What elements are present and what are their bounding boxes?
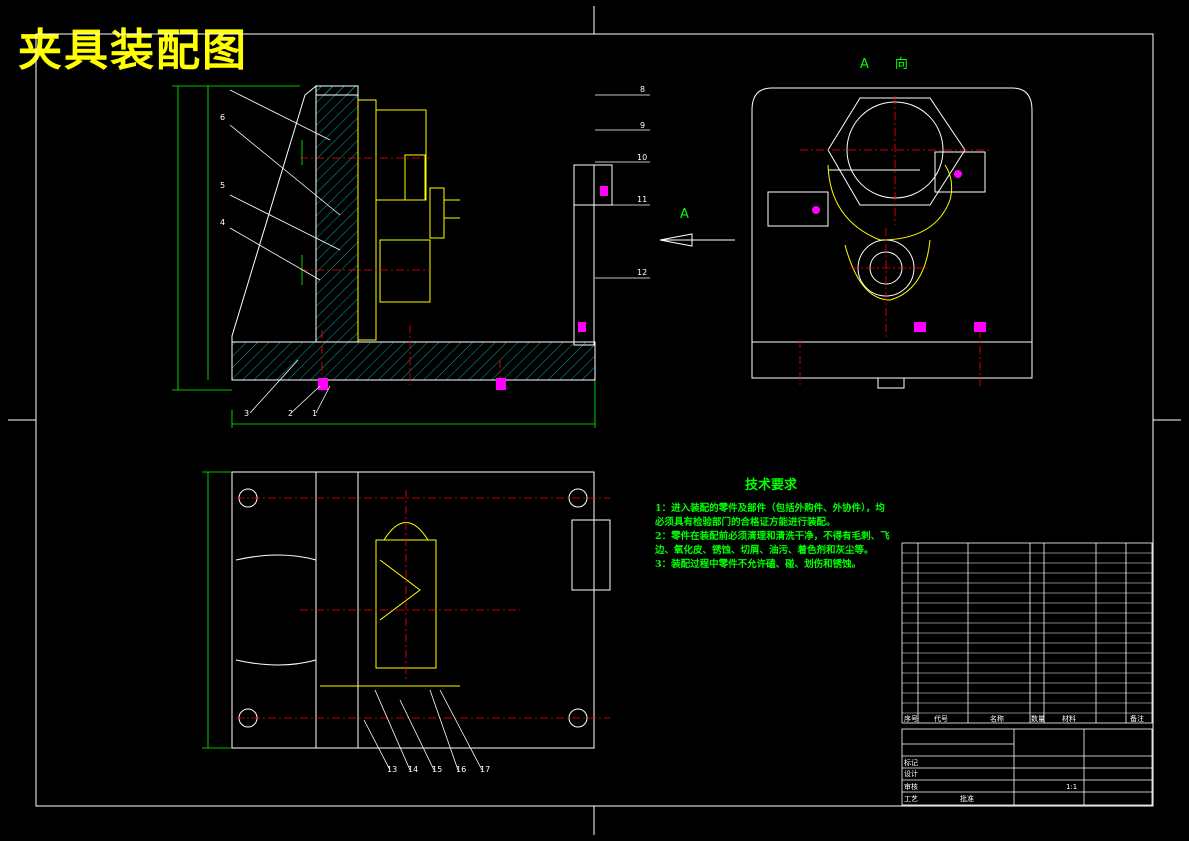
balloon-label: 16 (456, 765, 466, 774)
tech-requirement-line: 边、氧化皮、锈蚀、切屑、油污、着色剂和灰尘等。 (655, 545, 874, 556)
balloon-label: 17 (480, 765, 490, 774)
view-a-label: A 向 (860, 57, 908, 72)
sheet-frame (8, 6, 1181, 835)
title-block-text: 序号 代号 名称 数量 材料 备注 标记 设计 审核 工艺 批准 1:1 (904, 714, 1144, 803)
balloon-label: 14 (408, 765, 418, 774)
bom-header-no: 序号 (904, 714, 918, 723)
tech-requirement-line: 3：装配过程中零件不允许磕、碰、划伤和锈蚀。 (655, 559, 862, 570)
top-view: 13 14 15 16 17 (202, 471, 611, 774)
balloon-label: 6 (220, 113, 225, 122)
balloon-label: 4 (220, 218, 225, 227)
bom-header-remark: 备注 (1130, 714, 1144, 723)
title-block-designer: 设计 (904, 769, 918, 778)
bom-header-material: 材料 (1062, 714, 1076, 723)
balloon-label: 8 (640, 85, 645, 94)
title-block (901, 728, 1153, 806)
front-view: 6 5 4 3 2 1 8 9 10 11 12 (172, 84, 735, 428)
balloon-label: 9 (640, 121, 645, 130)
clamp-assembly (357, 99, 460, 341)
title-block-scale: 1:1 (1066, 783, 1077, 791)
title-block-craft: 工艺 (904, 795, 918, 803)
front-fasteners (318, 186, 608, 390)
view-arrow (659, 233, 735, 247)
bom-header-name: 名称 (990, 714, 1004, 723)
bom-header-qty: 数量 (1031, 714, 1045, 723)
balloon-label: 1 (312, 409, 317, 418)
balloon-label: 13 (387, 765, 397, 774)
front-leaders (229, 89, 650, 414)
side-view-a (751, 87, 1033, 389)
bom-rows (902, 552, 1152, 714)
balloon-label: 15 (432, 765, 442, 774)
title-block-approve: 批准 (960, 794, 974, 803)
title-block-mark: 标记 (904, 758, 918, 767)
front-balloons: 6 5 4 3 2 1 8 9 10 11 12 (220, 85, 647, 418)
balloon-label: 3 (244, 409, 249, 418)
base-plate (231, 84, 596, 381)
view-a-arrow-label: A (680, 207, 689, 222)
tech-requirement-line: 必须具有检验部门的合格证方能进行装配。 (655, 517, 836, 528)
balloon-label: 10 (637, 153, 647, 162)
balloon-label: 2 (288, 409, 293, 418)
tech-requirements-heading: 技术要求 (745, 478, 798, 493)
right-pillar (573, 164, 613, 346)
tech-requirement-line: 2：零件在装配前必须清理和清洗干净，不得有毛刺、飞 (655, 531, 890, 542)
bom-header-code: 代号 (934, 714, 948, 723)
balloon-label: 11 (637, 195, 647, 204)
front-dimensions (172, 85, 596, 428)
balloon-label: 12 (637, 268, 647, 277)
title-block-checker: 审核 (904, 782, 918, 791)
tech-requirement-line: 1：进入装配的零件及部件（包括外购件、外协件），均 (655, 503, 885, 514)
balloon-label: 5 (220, 181, 225, 190)
